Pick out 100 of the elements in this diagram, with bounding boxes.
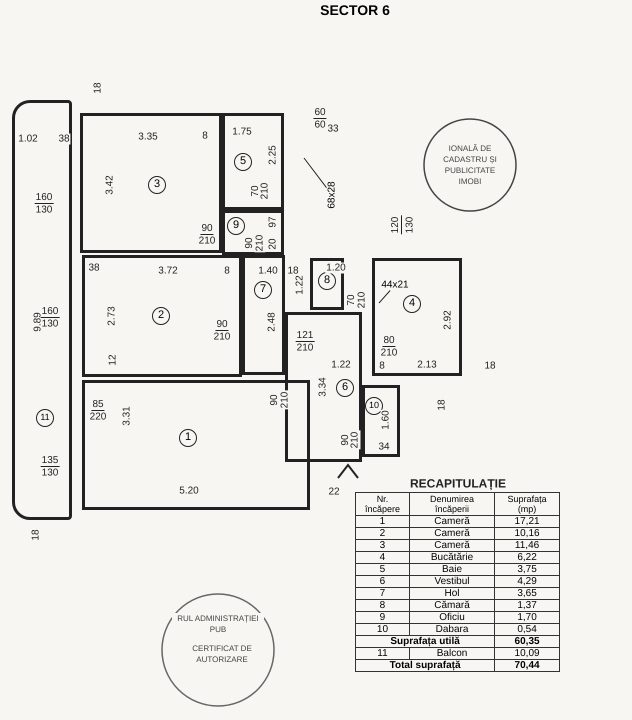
room-number: 4 bbox=[403, 295, 421, 313]
table-cell: 4 bbox=[356, 552, 410, 564]
dimension-label: 60 bbox=[313, 120, 327, 130]
dimension-label: 60 bbox=[313, 107, 327, 119]
dimension-label: 34 bbox=[377, 442, 391, 452]
dimension-label: 8 bbox=[223, 266, 231, 276]
dimension-label: 22 bbox=[327, 486, 341, 498]
table-cell: 9 bbox=[356, 612, 410, 624]
table-cell: Cameră bbox=[409, 540, 495, 552]
table-cell: 10,09 bbox=[494, 648, 560, 660]
dimension-label: 97 bbox=[268, 215, 278, 229]
table-cell: 1 bbox=[356, 516, 410, 528]
room-number: 11 bbox=[36, 409, 54, 427]
table-cell: 11,46 bbox=[494, 540, 560, 552]
dimension-label: 130 bbox=[40, 318, 60, 330]
table-cell: Hol bbox=[409, 588, 495, 600]
dimension-label: 160 bbox=[34, 192, 54, 204]
table-cell: 4,29 bbox=[494, 576, 560, 588]
table-cell: Oficiu bbox=[409, 612, 495, 624]
dimension-label: 18 bbox=[483, 360, 497, 372]
table-cell: 7 bbox=[356, 588, 410, 600]
dimension-label: 38 bbox=[87, 262, 101, 274]
table-cell: 11 bbox=[356, 648, 410, 660]
table-cell: 17,21 bbox=[494, 516, 560, 528]
leader-note: 44x21 bbox=[381, 280, 409, 290]
leader-line bbox=[378, 290, 391, 304]
dimension-label: 210 bbox=[198, 236, 216, 246]
dimension-label: 160 bbox=[40, 306, 60, 318]
dimension-label: 120 bbox=[390, 216, 402, 234]
plan-title: SECTOR 6 bbox=[319, 2, 391, 18]
dimension-label: 5.20 bbox=[178, 486, 200, 496]
table-cell: 8 bbox=[356, 600, 410, 612]
table-cell: Bucătărie bbox=[409, 552, 495, 564]
room-number: 3 bbox=[148, 176, 166, 194]
dimension-label: 85 bbox=[91, 399, 105, 411]
leader-note: 68x28 bbox=[326, 181, 338, 209]
table-cell: 0,54 bbox=[494, 624, 560, 636]
table-title: RECAPITULAȚIE bbox=[409, 478, 507, 490]
room-outline bbox=[372, 258, 462, 376]
room-number: 5 bbox=[234, 153, 252, 171]
dimension-label: 210 bbox=[380, 348, 398, 358]
dimension-label: 2.13 bbox=[416, 360, 438, 370]
dimension-label: 80 bbox=[382, 335, 396, 347]
dimension-label: 130 bbox=[34, 204, 54, 216]
dimension-label: 210 bbox=[254, 234, 266, 252]
room-number: 6 bbox=[336, 379, 354, 397]
dimension-label: 210 bbox=[350, 430, 360, 450]
dimension-label: 3.42 bbox=[104, 174, 116, 196]
room-number: 7 bbox=[254, 281, 272, 299]
dimension-label: 2.92 bbox=[442, 309, 454, 331]
dimension-label: 38 bbox=[57, 134, 71, 144]
table-cell: Cămară bbox=[409, 600, 495, 612]
dimension-label: 210 bbox=[296, 342, 314, 354]
dimension-label: 1.22 bbox=[330, 360, 352, 370]
dimension-label: 90 bbox=[200, 223, 214, 235]
table-cell: 2 bbox=[356, 528, 410, 540]
dimension-label: 130 bbox=[40, 468, 60, 478]
dimension-label: 1.40 bbox=[257, 266, 279, 276]
leader-line bbox=[304, 158, 327, 188]
dimension-label: 210 bbox=[212, 332, 232, 342]
table-cell: 3,65 bbox=[494, 588, 560, 600]
room-outline bbox=[80, 113, 222, 253]
table-cell: 10 bbox=[356, 624, 410, 636]
table-cell: Dabara bbox=[409, 624, 495, 636]
room-number: 1 bbox=[179, 429, 197, 447]
table-cell: Vestibul bbox=[409, 576, 495, 588]
dimension-label: 121 bbox=[296, 330, 314, 342]
dimension-label: 210 bbox=[280, 390, 290, 410]
column-header: Nr. încăpere bbox=[356, 492, 410, 516]
dimension-label: 1.02 bbox=[17, 134, 39, 144]
dimension-label: 12 bbox=[108, 353, 118, 367]
table-cell: Cameră bbox=[409, 516, 495, 528]
dimension-label: 18 bbox=[30, 528, 42, 542]
dimension-label: 90 bbox=[215, 319, 229, 331]
table-cell: 70,44 bbox=[494, 660, 560, 672]
table-cell: Total suprafață bbox=[356, 660, 495, 672]
dimension-label: 1.60 bbox=[380, 409, 392, 431]
dimension-label: 18 bbox=[286, 266, 300, 276]
dimension-label: 18 bbox=[92, 81, 104, 95]
dimension-label: 1.75 bbox=[231, 126, 253, 138]
dimension-label: 33 bbox=[326, 124, 340, 134]
table-cell: 6,22 bbox=[494, 552, 560, 564]
dimension-label: 2.48 bbox=[266, 311, 278, 333]
room-number: 2 bbox=[152, 307, 170, 325]
dimension-label: 8 bbox=[201, 130, 209, 142]
table-cell: Suprafața utilă bbox=[356, 636, 495, 648]
table-cell: Cameră bbox=[409, 528, 495, 540]
balcony-outline bbox=[12, 100, 72, 520]
table-cell: 1,70 bbox=[494, 612, 560, 624]
dimension-label: 130 bbox=[404, 216, 416, 234]
table-cell: Balcon bbox=[409, 648, 495, 660]
stamp-text: RUL ADMINISTRAȚIEI PUB bbox=[172, 613, 264, 635]
dimension-label: 3.34 bbox=[318, 376, 328, 398]
dimension-label: 135 bbox=[40, 455, 60, 467]
dimension-label: 3.35 bbox=[137, 132, 159, 142]
room-outline bbox=[242, 255, 285, 375]
table-cell: 1,37 bbox=[494, 600, 560, 612]
room-outline bbox=[222, 113, 284, 210]
room-number: 9 bbox=[227, 217, 245, 235]
dimension-label: 3.72 bbox=[157, 266, 179, 276]
